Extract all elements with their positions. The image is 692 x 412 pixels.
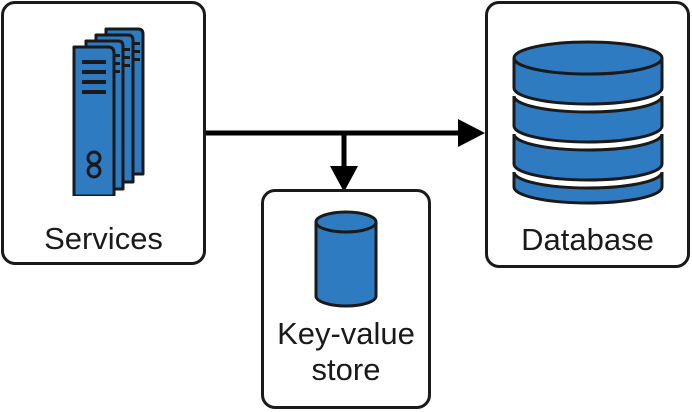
stacked-database-icon (512, 40, 664, 205)
kv-store-label: Key-value store (277, 316, 415, 387)
services-label: Services (44, 221, 163, 256)
kv-store-node: Key-value store (261, 189, 431, 409)
database-label: Database (521, 222, 654, 257)
server-rack-icon (72, 27, 145, 196)
database-node: Database (485, 1, 690, 268)
arrowhead-database (458, 119, 485, 147)
edge-services-to-kv-store (330, 133, 358, 192)
cylinder-icon (314, 210, 378, 308)
services-node: Services (1, 1, 206, 265)
arrowhead-kv-store (330, 166, 358, 192)
edge-services-to-database (206, 119, 485, 147)
